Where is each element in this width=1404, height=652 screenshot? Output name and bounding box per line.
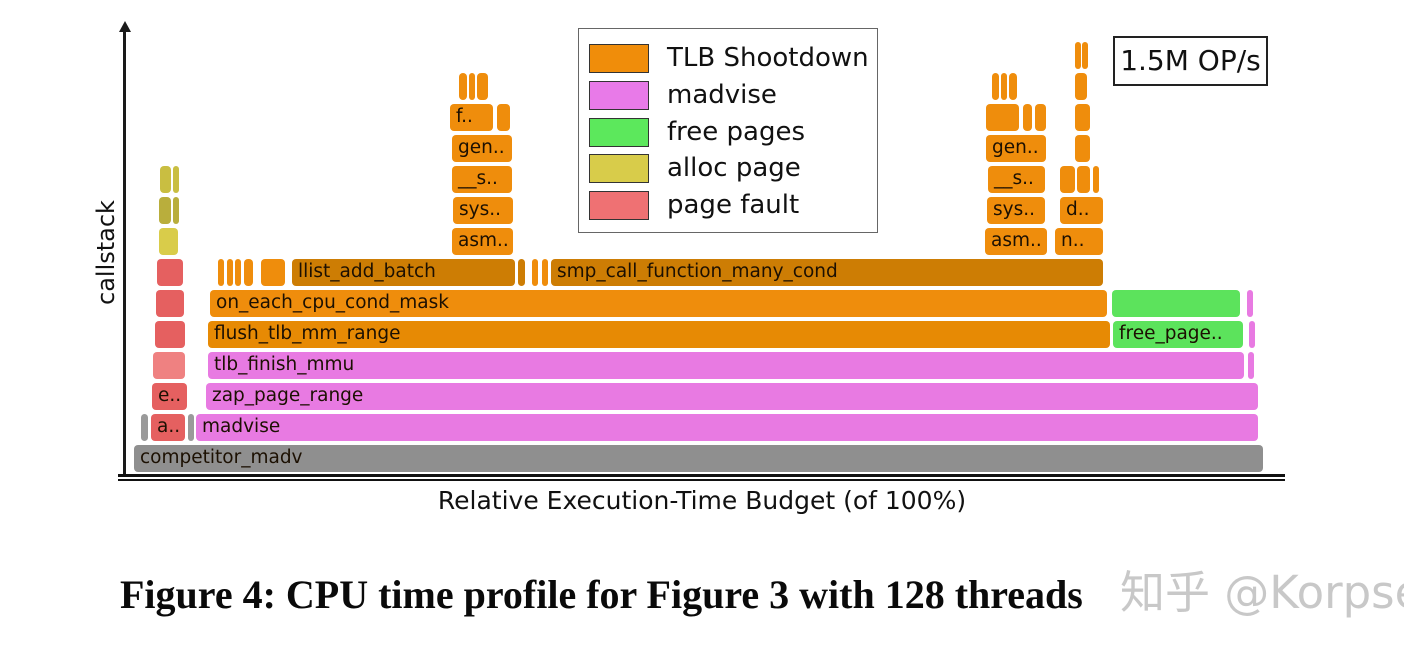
legend-swatch-icon bbox=[589, 117, 649, 147]
legend-box: TLB Shootdown madvise free pages alloc page… bbox=[578, 28, 878, 233]
frame-competitor_madv: competitor_madv bbox=[134, 445, 1263, 472]
frame-sliver bbox=[1075, 104, 1090, 131]
frame-sliver bbox=[153, 352, 185, 379]
y-axis-line bbox=[123, 30, 126, 476]
frame-sliver bbox=[459, 73, 467, 100]
legend-label: madvise bbox=[667, 79, 777, 110]
frame-sliver bbox=[218, 259, 224, 286]
frame-free_page: free_page.. bbox=[1113, 321, 1243, 348]
frame-sliver bbox=[156, 290, 184, 317]
legend-swatch-icon bbox=[589, 191, 649, 221]
frame-__s: __s.. bbox=[988, 166, 1045, 193]
frame-sliver bbox=[1075, 42, 1081, 69]
legend-swatch-icon bbox=[589, 80, 649, 110]
frame-sliver bbox=[497, 104, 510, 131]
frame-sliver bbox=[244, 259, 253, 286]
frame-asm: asm.. bbox=[985, 228, 1047, 255]
frame-asm: asm.. bbox=[452, 228, 513, 255]
frame-sliver bbox=[1009, 73, 1017, 100]
frame-sliver bbox=[1249, 321, 1255, 348]
frame-sliver bbox=[160, 166, 171, 193]
frame-sliver bbox=[1093, 166, 1099, 193]
frame-sliver bbox=[477, 73, 488, 100]
x-axis-label: Relative Execution-Time Budget (of 100%) bbox=[437, 486, 967, 515]
frame-madvise: madvise bbox=[196, 414, 1258, 441]
legend-label: page fault bbox=[667, 190, 800, 221]
legend-swatch-icon bbox=[589, 154, 649, 184]
frame-sliver bbox=[173, 197, 179, 224]
frame-sliver bbox=[1001, 73, 1007, 100]
frame-sliver bbox=[155, 321, 185, 348]
frame-gen: gen.. bbox=[986, 135, 1046, 162]
frame-sliver bbox=[159, 197, 171, 224]
frame-llist_add_batch: llist_add_batch bbox=[292, 259, 515, 286]
frame-smp_call_function_many_cond: smp_call_function_many_cond bbox=[551, 259, 1103, 286]
frame-sliver bbox=[1112, 290, 1240, 317]
frame-e: e.. bbox=[152, 383, 187, 410]
legend-swatch-icon bbox=[589, 44, 649, 73]
frame-d: d.. bbox=[1060, 197, 1103, 224]
frame-sliver bbox=[518, 259, 525, 286]
frame-sliver bbox=[141, 414, 148, 441]
legend-label: alloc page bbox=[667, 153, 801, 184]
frame-sliver bbox=[235, 259, 241, 286]
frame-zap_page_range: zap_page_range bbox=[206, 383, 1258, 410]
frame-sliver bbox=[1075, 135, 1090, 162]
y-axis-label: callstack bbox=[92, 200, 120, 306]
frame-a: a.. bbox=[151, 414, 185, 441]
watermark-text: 知乎 @Korpse bbox=[1120, 566, 1404, 619]
frame-sliver bbox=[992, 73, 999, 100]
frame-flush_tlb_mm_range: flush_tlb_mm_range bbox=[208, 321, 1110, 348]
frame-sliver bbox=[1082, 42, 1088, 69]
legend-label: TLB Shootdown bbox=[667, 43, 869, 73]
frame-sliver bbox=[986, 104, 1019, 131]
frame-__s: __s.. bbox=[452, 166, 512, 193]
frame-sliver bbox=[542, 259, 548, 286]
x-axis-line-bottom bbox=[118, 478, 1285, 481]
frame-sliver bbox=[261, 259, 285, 286]
frame-gen: gen.. bbox=[452, 135, 512, 162]
frame-sliver bbox=[188, 414, 194, 441]
frame-sliver bbox=[173, 166, 179, 193]
frame-tlb_finish_mmu: tlb_finish_mmu bbox=[208, 352, 1244, 379]
frame-n: n.. bbox=[1055, 228, 1103, 255]
frame-sliver bbox=[1035, 104, 1046, 131]
frame-sliver bbox=[1023, 104, 1032, 131]
frame-sliver bbox=[469, 73, 475, 100]
frame-sliver bbox=[227, 259, 233, 286]
frame-on_each_cpu_cond_mask: on_each_cpu_cond_mask bbox=[210, 290, 1107, 317]
frame-sliver bbox=[159, 228, 178, 255]
legend-label: free pages bbox=[667, 116, 806, 147]
frame-f: f.. bbox=[450, 104, 493, 131]
figure-caption: Figure 4: CPU time profile for Figure 3 … bbox=[120, 572, 1083, 617]
frame-sliver bbox=[532, 259, 538, 286]
y-axis-arrow-icon bbox=[118, 21, 131, 32]
frame-sliver bbox=[1077, 166, 1090, 193]
frame-sliver bbox=[1248, 352, 1254, 379]
frame-sys: sys.. bbox=[453, 197, 513, 224]
throughput-annotation: 1.5M OP/s bbox=[1113, 36, 1268, 86]
frame-sliver bbox=[157, 259, 183, 286]
frame-sliver bbox=[1060, 166, 1075, 193]
frame-sliver bbox=[1075, 73, 1087, 100]
frame-sliver bbox=[1247, 290, 1253, 317]
frame-sys: sys.. bbox=[987, 197, 1045, 224]
x-axis-line-top bbox=[118, 474, 1285, 477]
